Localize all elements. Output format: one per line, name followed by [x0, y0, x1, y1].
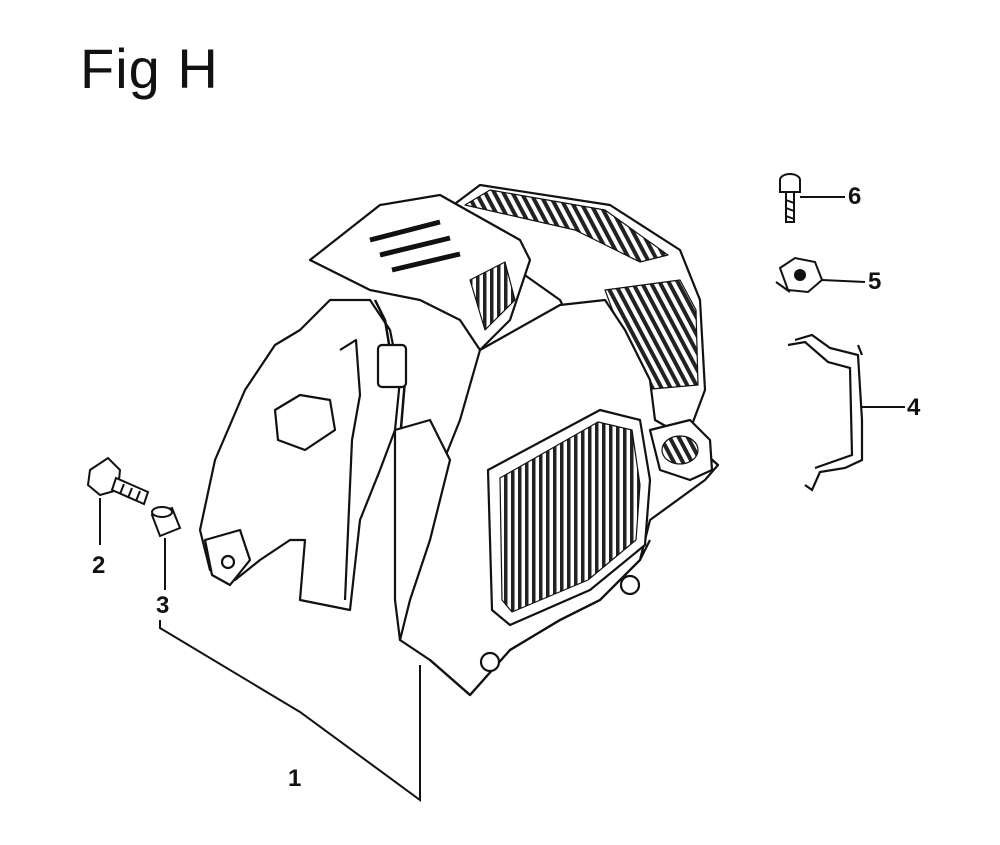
engine-cover-assembly — [198, 183, 720, 697]
wire-bracket-part-4 — [787, 333, 864, 492]
callout-4: 4 — [907, 394, 921, 421]
shroud-lower-skirt — [429, 539, 651, 697]
collar-part-3 — [150, 506, 182, 538]
fan-housing-rib — [339, 338, 362, 601]
top-duct-window — [469, 261, 516, 331]
front-arm — [393, 418, 452, 642]
callout-5: 5 — [868, 268, 882, 295]
leader-5 — [821, 279, 866, 283]
front-grille-fins — [499, 421, 641, 613]
clamp-part-5 — [775, 256, 824, 294]
flange-bolt-part-2 — [86, 456, 150, 506]
bracket-hole — [220, 554, 236, 570]
leader-lines — [99, 196, 905, 802]
figure-title: Fig H — [80, 37, 219, 100]
callout-6: 6 — [848, 183, 862, 210]
callout-2: 2 — [92, 552, 106, 579]
callout-3: 3 — [156, 592, 170, 619]
fan-housing-side — [198, 298, 402, 612]
mount-tab — [376, 343, 408, 389]
leader-1 — [159, 620, 421, 802]
top-duct-ribs — [369, 219, 461, 273]
cylinder-fins-top — [464, 189, 669, 263]
screw-part-6 — [779, 173, 801, 223]
top-duct — [308, 193, 532, 352]
front-mount-hole — [479, 651, 501, 673]
fan-housing-clip — [273, 393, 337, 452]
callout-1: 1 — [288, 765, 302, 792]
side-opening-ring — [661, 435, 699, 465]
side-mount-hole — [619, 574, 641, 596]
